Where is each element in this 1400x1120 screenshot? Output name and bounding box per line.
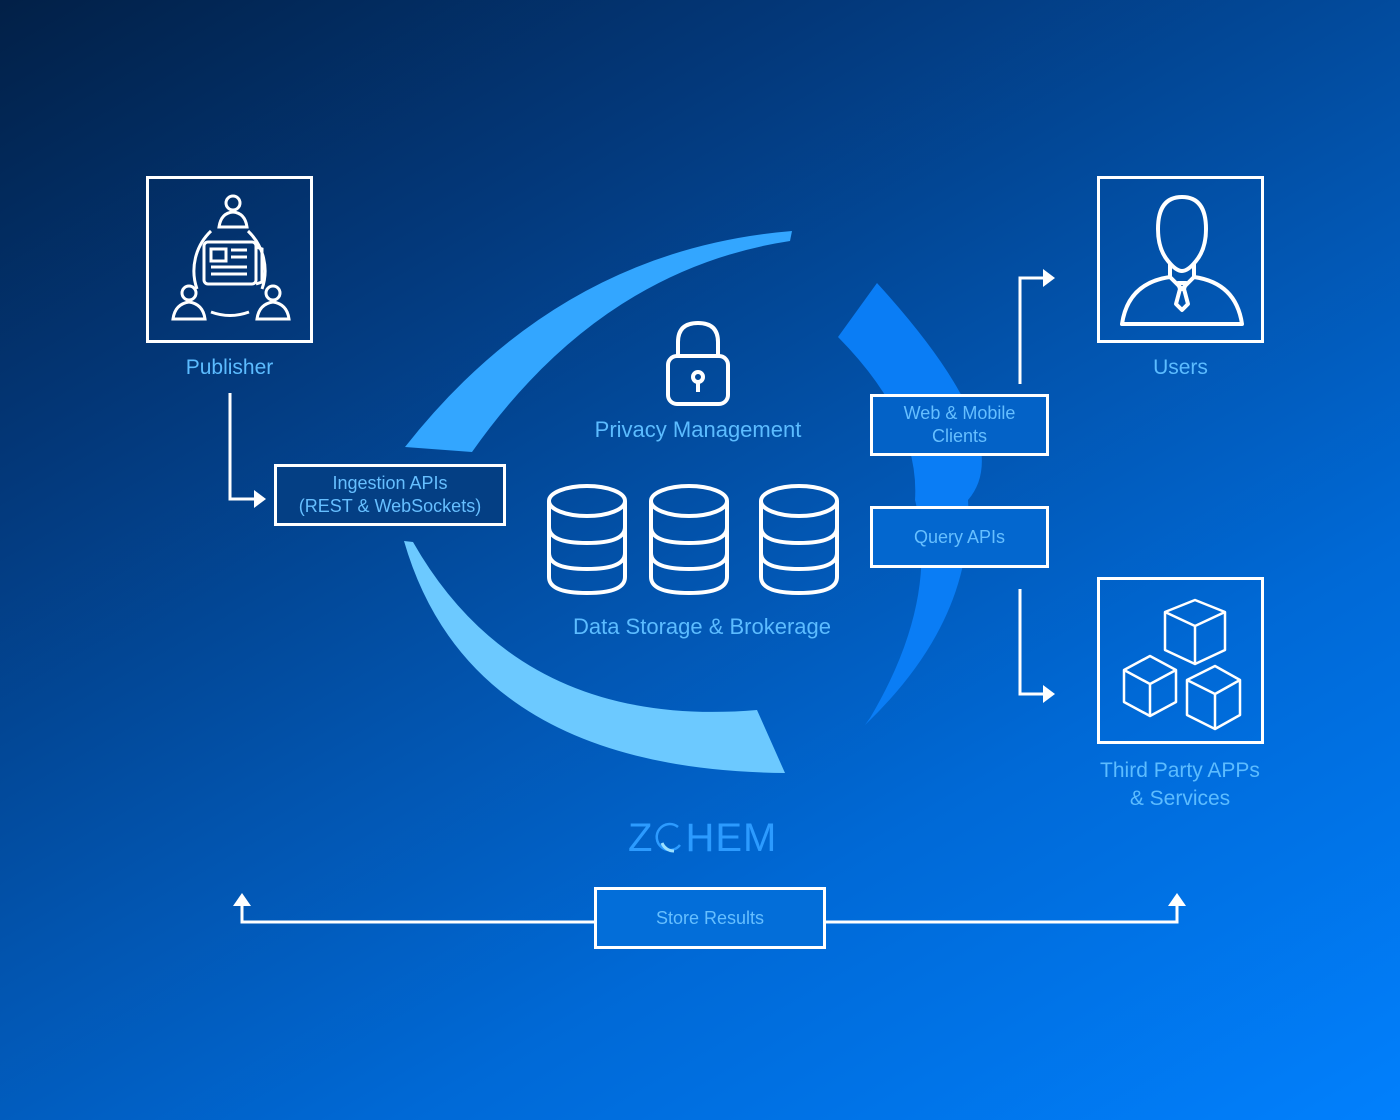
third-party-node — [1097, 577, 1264, 744]
ingestion-line1: Ingestion APIs — [332, 473, 448, 493]
database-icon — [649, 484, 729, 596]
storage-label: Data Storage & Brokerage — [572, 614, 832, 639]
arc-bottom-left — [404, 541, 785, 773]
store-results-box: Store Results — [594, 887, 826, 949]
padlock-icon — [666, 320, 730, 406]
third-party-label: Third Party APPs & Services — [1080, 757, 1280, 813]
query-apis-box: Query APIs — [870, 506, 1049, 568]
arrow-head-thirdparty — [1043, 685, 1055, 703]
database-icon — [547, 484, 627, 596]
users-label: Users — [1153, 356, 1208, 379]
ingestion-apis-box: Ingestion APIs (REST & WebSockets) — [274, 464, 506, 526]
database-icon-group — [547, 484, 839, 596]
web-mobile-clients-box: Web & Mobile Clients — [870, 394, 1049, 456]
connector-web-users — [1018, 276, 1045, 384]
logo-text-left: Z — [628, 816, 654, 860]
connector-store-right — [824, 904, 1179, 924]
logo-text-right: HEM — [685, 816, 778, 860]
arc-top-left — [405, 231, 792, 452]
privacy-label: Privacy Management — [594, 417, 802, 442]
connector-query-thirdparty — [1018, 589, 1045, 696]
arrow-head-users — [1043, 269, 1055, 287]
publisher-network-icon — [171, 194, 291, 321]
store-results-label: Store Results — [655, 907, 765, 928]
user-icon — [1120, 195, 1244, 326]
users-node — [1097, 176, 1264, 343]
publisher-node — [146, 176, 313, 343]
web-mobile-line2: Clients — [931, 426, 988, 446]
connector-publisher-ingestion — [228, 393, 256, 501]
arrow-head-ingestion — [254, 490, 266, 508]
connector-store-left — [240, 904, 596, 924]
query-apis-label: Query APIs — [913, 526, 1006, 547]
third-party-label-line1: Third Party APPs — [1100, 759, 1260, 782]
arrow-head-store-left — [233, 893, 251, 906]
logo-o-icon — [655, 822, 682, 853]
database-icon — [759, 484, 839, 596]
publisher-label: Publisher — [185, 356, 274, 379]
zohem-logo: Z HEM — [628, 816, 777, 861]
ingestion-line2: (REST & WebSockets) — [298, 496, 482, 516]
arc-right — [838, 283, 982, 725]
arrow-head-store-right — [1168, 893, 1186, 906]
cubes-icon — [1122, 598, 1242, 731]
third-party-label-line2: & Services — [1129, 787, 1231, 810]
web-mobile-line1: Web & Mobile — [903, 403, 1016, 423]
